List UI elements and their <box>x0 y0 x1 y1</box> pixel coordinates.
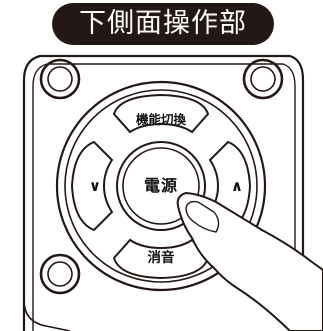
device-body <box>22 54 305 331</box>
page-title: 下側面操作部 <box>52 3 274 45</box>
screw-bottom-left <box>39 253 81 295</box>
screw-top-right <box>242 58 284 100</box>
down-button[interactable] <box>70 140 114 232</box>
mode-switch-button[interactable] <box>112 93 210 134</box>
control-ring <box>55 80 267 292</box>
fingernail <box>185 200 220 233</box>
power-label: 電源 <box>143 176 178 195</box>
screw-top-left <box>39 58 81 100</box>
mute-label: 消音 <box>147 250 175 266</box>
mode-switch-label: 機能切換 <box>135 112 186 127</box>
down-label: ∨ <box>88 177 102 195</box>
up-label: ∧ <box>230 177 244 195</box>
